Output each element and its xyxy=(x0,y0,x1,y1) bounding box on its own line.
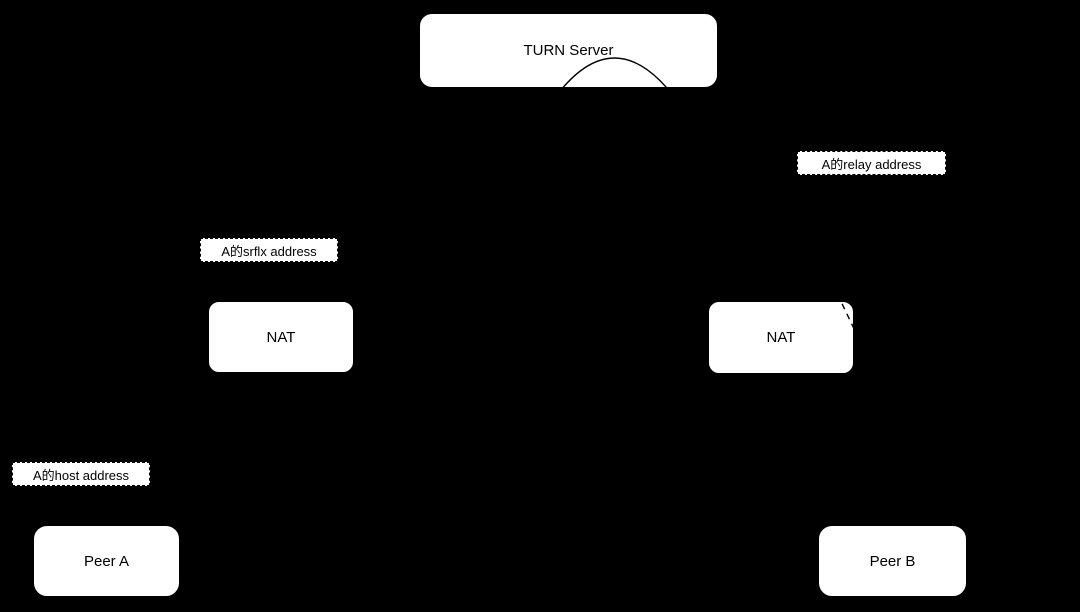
nat-right-node: NAT xyxy=(708,301,854,374)
peer-b-node: Peer B xyxy=(818,525,967,597)
turn-server-node: TURN Server xyxy=(419,13,718,88)
peer-b-label: Peer B xyxy=(869,552,916,570)
host-address-label: A的host address xyxy=(12,462,150,486)
relay-address-label: A的relay address xyxy=(797,151,946,175)
relay-address-text: A的relay address xyxy=(821,156,922,172)
nat-right-label: NAT xyxy=(766,329,796,346)
srflx-address-text: A的srflx address xyxy=(221,243,317,259)
nat-left-label: NAT xyxy=(266,328,296,346)
host-address-text: A的host address xyxy=(32,467,130,483)
turn-server-label: TURN Server xyxy=(523,42,614,59)
srflx-address-label: A的srflx address xyxy=(200,238,338,262)
peer-a-node: Peer A xyxy=(33,525,180,597)
nat-left-node: NAT xyxy=(208,301,354,373)
peer-a-label: Peer A xyxy=(83,552,130,570)
